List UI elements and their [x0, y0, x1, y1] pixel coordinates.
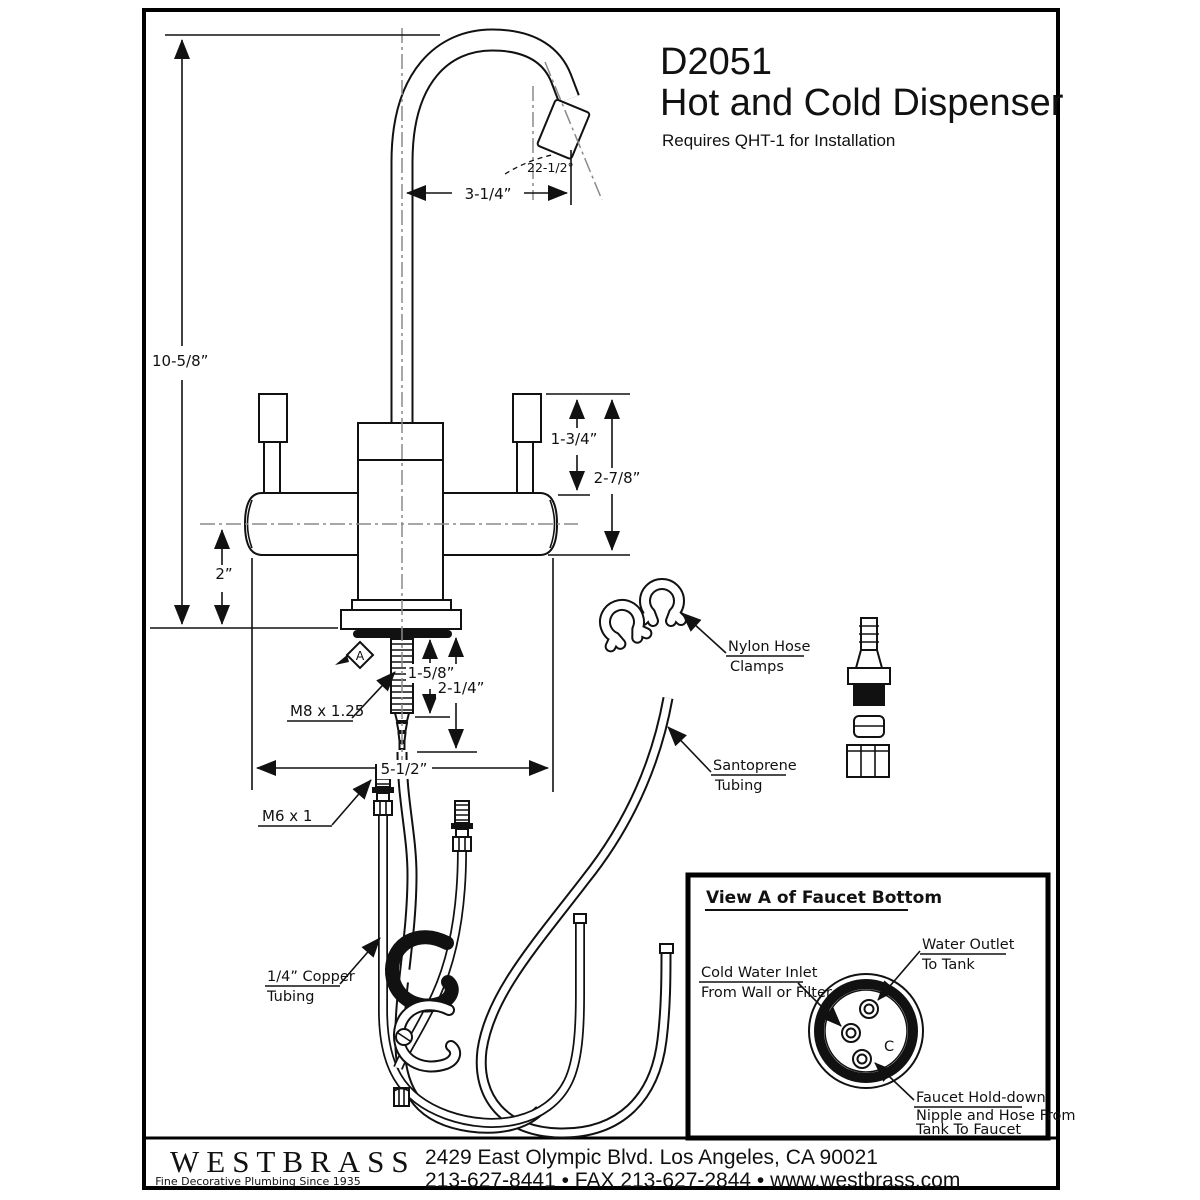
view-a-inset: View A of Faucet Bottom C Water Outlet T…: [685, 872, 1076, 1141]
label-water-outlet-line1: Water Outlet: [922, 937, 1015, 953]
callout-labels: M8 x 1.25 M6 x 1 1/4” Copper Tubing Sant…: [258, 639, 810, 1005]
dim-tube-spread: 5-1/2”: [381, 760, 428, 778]
title-block: D2051 Hot and Cold Dispenser Requires QH…: [660, 41, 1064, 150]
dim-spout-reach: 3-1/4”: [465, 185, 512, 203]
inset-title: View A of Faucet Bottom: [706, 888, 942, 908]
brand-tagline: Fine Decorative Plumbing Since 1935: [155, 1175, 360, 1188]
barb-adapter-icon: [846, 617, 891, 778]
datum-a-symbol: A: [335, 640, 375, 670]
label-cold-inlet-line1: Cold Water Inlet: [701, 965, 818, 981]
compression-nut-icon: [846, 744, 890, 778]
dim-overall-height: 10-5/8”: [152, 352, 208, 370]
faucet-bottom-ring: [814, 979, 918, 1083]
hose-clamp-icons: [599, 577, 687, 653]
gooseneck-spout: [390, 28, 591, 432]
base-plate: [340, 609, 462, 630]
footer: WESTBRASS Fine Decorative Plumbing Since…: [155, 1144, 960, 1192]
tube-open-end: [573, 913, 587, 924]
label-holddown-line1: Faucet Hold-down: [916, 1090, 1046, 1106]
label-holddown-line3: Tank To Faucet: [915, 1122, 1021, 1138]
right-handle-stem: [516, 441, 534, 494]
hose-clamp-icon: [599, 598, 653, 653]
label-copper-tubing-line1: 1/4” Copper: [267, 969, 355, 985]
label-shank-thread: M8 x 1.25: [290, 702, 364, 720]
label-tube-thread: M6 x 1: [262, 807, 312, 825]
footer-contact: 213-627-8441 • FAX 213-627-2844 • www.we…: [425, 1169, 960, 1192]
faucet-body: [243, 422, 559, 750]
left-handle-stem: [263, 441, 281, 494]
aerator-tip: [536, 98, 591, 160]
dim-spout-angle: 22-1/2°: [527, 160, 574, 175]
cold-inlet-port: [841, 1023, 861, 1043]
hex-nut-loose-icon: [393, 1087, 410, 1107]
brand-logo: WESTBRASS: [170, 1144, 416, 1179]
install-note: Requires QHT-1 for Installation: [662, 131, 895, 150]
label-holddown-line2: Nipple and Hose From: [916, 1108, 1076, 1124]
dim-body-height: 2”: [215, 565, 232, 583]
label-santoprene-line2: Tubing: [714, 778, 762, 794]
dim-shank-exposed: 1-5/8”: [408, 664, 455, 682]
faucet-column: [357, 422, 444, 601]
dim-handle-above-body: 1-3/4”: [551, 430, 598, 448]
centerlines: [200, 28, 603, 772]
dim-shank-length: 2-1/4”: [438, 679, 485, 697]
holddown-port: [852, 1049, 872, 1069]
footer-address: 2429 East Olympic Blvd. Los Angeles, CA …: [425, 1146, 878, 1169]
label-santoprene-line1: Santoprene: [713, 758, 797, 774]
right-handle-lever: [512, 393, 542, 443]
label-cold-inlet-line2: From Wall or Filter: [701, 985, 832, 1001]
extension-lines: [150, 34, 630, 792]
label-clamps-line1: Nylon Hose: [728, 639, 810, 655]
label-water-outlet-line2: To Tank: [921, 957, 975, 973]
water-outlet-port: [859, 999, 879, 1019]
tube-open-end: [659, 943, 674, 954]
label-copper-tubing-line2: Tubing: [266, 989, 314, 1005]
product-code: D2051: [660, 41, 772, 83]
datum-letter: A: [356, 648, 365, 663]
hose-clamp-icon: [637, 577, 687, 627]
inset-center-mark: C: [884, 1039, 894, 1055]
wire-clip-icon: [393, 999, 462, 1073]
black-clip-icon: [385, 930, 459, 1013]
product-name: Hot and Cold Dispenser: [660, 82, 1064, 124]
leader-lines: [331, 612, 727, 985]
dimension-lines: [174, 39, 620, 776]
label-clamps-line2: Clamps: [730, 659, 784, 675]
dimension-labels: 10-5/8” 3-1/4” 22-1/2° 1-3/4” 2-7/8” 2” …: [148, 160, 646, 779]
left-handle-lever: [258, 393, 288, 443]
dim-handle-height: 2-7/8”: [594, 469, 641, 487]
